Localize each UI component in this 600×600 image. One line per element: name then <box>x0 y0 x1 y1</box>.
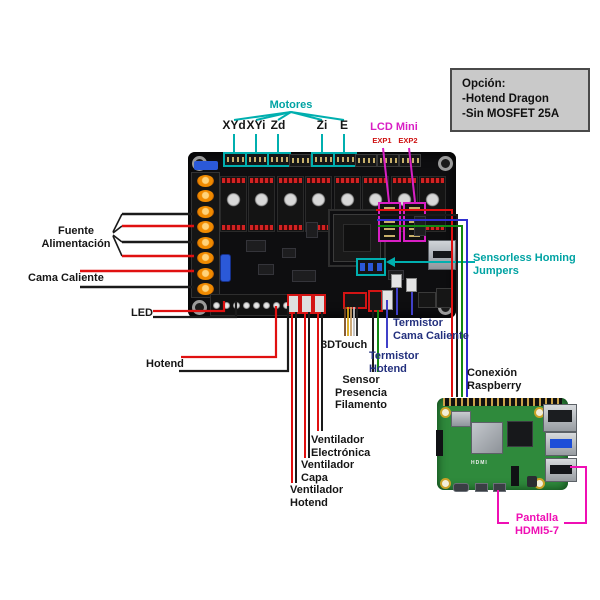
label-termistor-cama: Termistor Cama Caliente <box>393 317 469 342</box>
power-terminal-block <box>191 172 220 298</box>
label-exp2: EXP2 <box>398 136 418 145</box>
raspberry-pi-board: HDMI <box>436 398 577 492</box>
smd-component <box>282 248 296 258</box>
screw-terminal <box>197 221 214 234</box>
fuse <box>220 254 231 282</box>
screw-terminal <box>197 252 214 265</box>
thermistor-hotend-connector <box>382 290 393 310</box>
ethernet-port <box>543 404 577 432</box>
gpio-header <box>443 398 562 406</box>
pi-mounting-hole <box>440 407 451 418</box>
stepper-driver <box>220 176 247 232</box>
ram-chip <box>507 421 533 447</box>
smd-component <box>246 240 266 252</box>
power-component <box>194 161 218 170</box>
smd-component <box>306 222 318 238</box>
camera-connector <box>511 466 519 486</box>
label-motor-xyi: XYi <box>246 118 266 132</box>
aux-connector <box>418 292 436 308</box>
label-ventilador-electronica: Ventilador Electrónica <box>311 434 371 459</box>
audio-jack <box>527 476 537 487</box>
label-termistor-hotend: Termistor Hotend <box>369 350 419 375</box>
option-line: -Hotend Dragon <box>462 93 549 105</box>
motor-connector <box>289 154 311 167</box>
stepper-driver <box>277 176 304 232</box>
filament-sensor-connector <box>368 290 383 312</box>
printer-control-board <box>188 152 456 318</box>
wifi-module <box>451 411 471 427</box>
usb-port <box>428 240 456 270</box>
label-conexion-raspberry: Conexión Raspberry <box>467 367 522 392</box>
smd-component <box>414 216 426 236</box>
screw-terminal <box>197 267 214 280</box>
micro-hdmi-port-0 <box>475 483 488 492</box>
fan-connector-hotend <box>287 294 300 314</box>
label-cama-caliente: Cama Caliente <box>28 272 104 284</box>
motor-connector <box>399 154 421 167</box>
label-pantalla-hdmi: Pantalla HDMI5-7 <box>514 512 560 537</box>
aux-connector <box>436 288 452 308</box>
soc-chip <box>471 422 503 454</box>
motor-connector <box>377 154 399 167</box>
motor-connector-zd <box>267 152 291 167</box>
stepper-driver <box>248 176 275 232</box>
fuente-wires <box>112 212 194 258</box>
screw-terminal <box>197 174 214 187</box>
screw-terminal <box>197 283 214 296</box>
option-note-box: Opción: -Hotend Dragon -Sin MOSFET 25A <box>450 68 590 132</box>
label-motor-zi: Zi <box>316 118 328 132</box>
fan-connector-electronica <box>313 294 326 314</box>
label-sensor-filamento: Sensor Presencia Filamento <box>335 374 387 411</box>
label-motores: Motores <box>269 99 313 111</box>
motor-connector <box>355 154 377 167</box>
motor-connector-xyi <box>245 152 269 167</box>
usb-c-power-port <box>453 483 469 492</box>
fan-connector-capa <box>300 294 313 314</box>
smd-component <box>292 270 316 282</box>
label-motor-e: E <box>339 118 349 132</box>
exp1-connector <box>378 202 401 242</box>
label-exp1: EXP1 <box>372 136 392 145</box>
hdmi-silkscreen-text: HDMI <box>471 460 488 466</box>
label-motor-zd: Zd <box>270 118 286 132</box>
screw-terminal <box>197 205 214 218</box>
micro-hdmi-port-1 <box>493 483 506 492</box>
label-led: LED <box>131 307 153 319</box>
thermistor-bed-connector <box>391 274 402 288</box>
label-lcd-mini: LCD Mini <box>370 121 418 133</box>
screw-terminal <box>197 190 214 203</box>
usb3-port <box>545 432 577 456</box>
motor-connector-xyd <box>223 152 247 167</box>
screw-terminal <box>197 236 214 249</box>
label-sensorless-homing: Sensorless Homing Jumpers <box>473 252 576 277</box>
sensorless-jumper-block <box>356 258 386 276</box>
usb2-port <box>545 458 577 482</box>
label-motor-xyd: XYd <box>222 118 246 132</box>
mounting-hole <box>438 156 453 171</box>
motor-connector-zi <box>311 152 335 167</box>
mcu-chip <box>333 214 381 262</box>
label-hotend: Hotend <box>146 358 184 370</box>
label-ventilador-capa: Ventilador Capa <box>301 459 355 484</box>
label-fuente-alimentacion: Fuente Alimentación <box>41 225 111 250</box>
thermistor-bed-connector <box>406 278 417 292</box>
option-line: -Sin MOSFET 25A <box>462 108 560 120</box>
smd-component <box>258 264 274 275</box>
motor-connector-e <box>333 152 357 167</box>
output-screw-terminals <box>210 294 292 316</box>
label-3dtouch: 3DTouch <box>321 339 368 351</box>
3dtouch-connector <box>343 292 367 309</box>
display-connector <box>436 430 443 456</box>
mounting-hole <box>192 300 207 315</box>
pi-mounting-hole <box>440 478 451 489</box>
label-ventilador-hotend: Ventilador Hotend <box>290 484 344 509</box>
option-line: Opción: <box>462 78 506 90</box>
